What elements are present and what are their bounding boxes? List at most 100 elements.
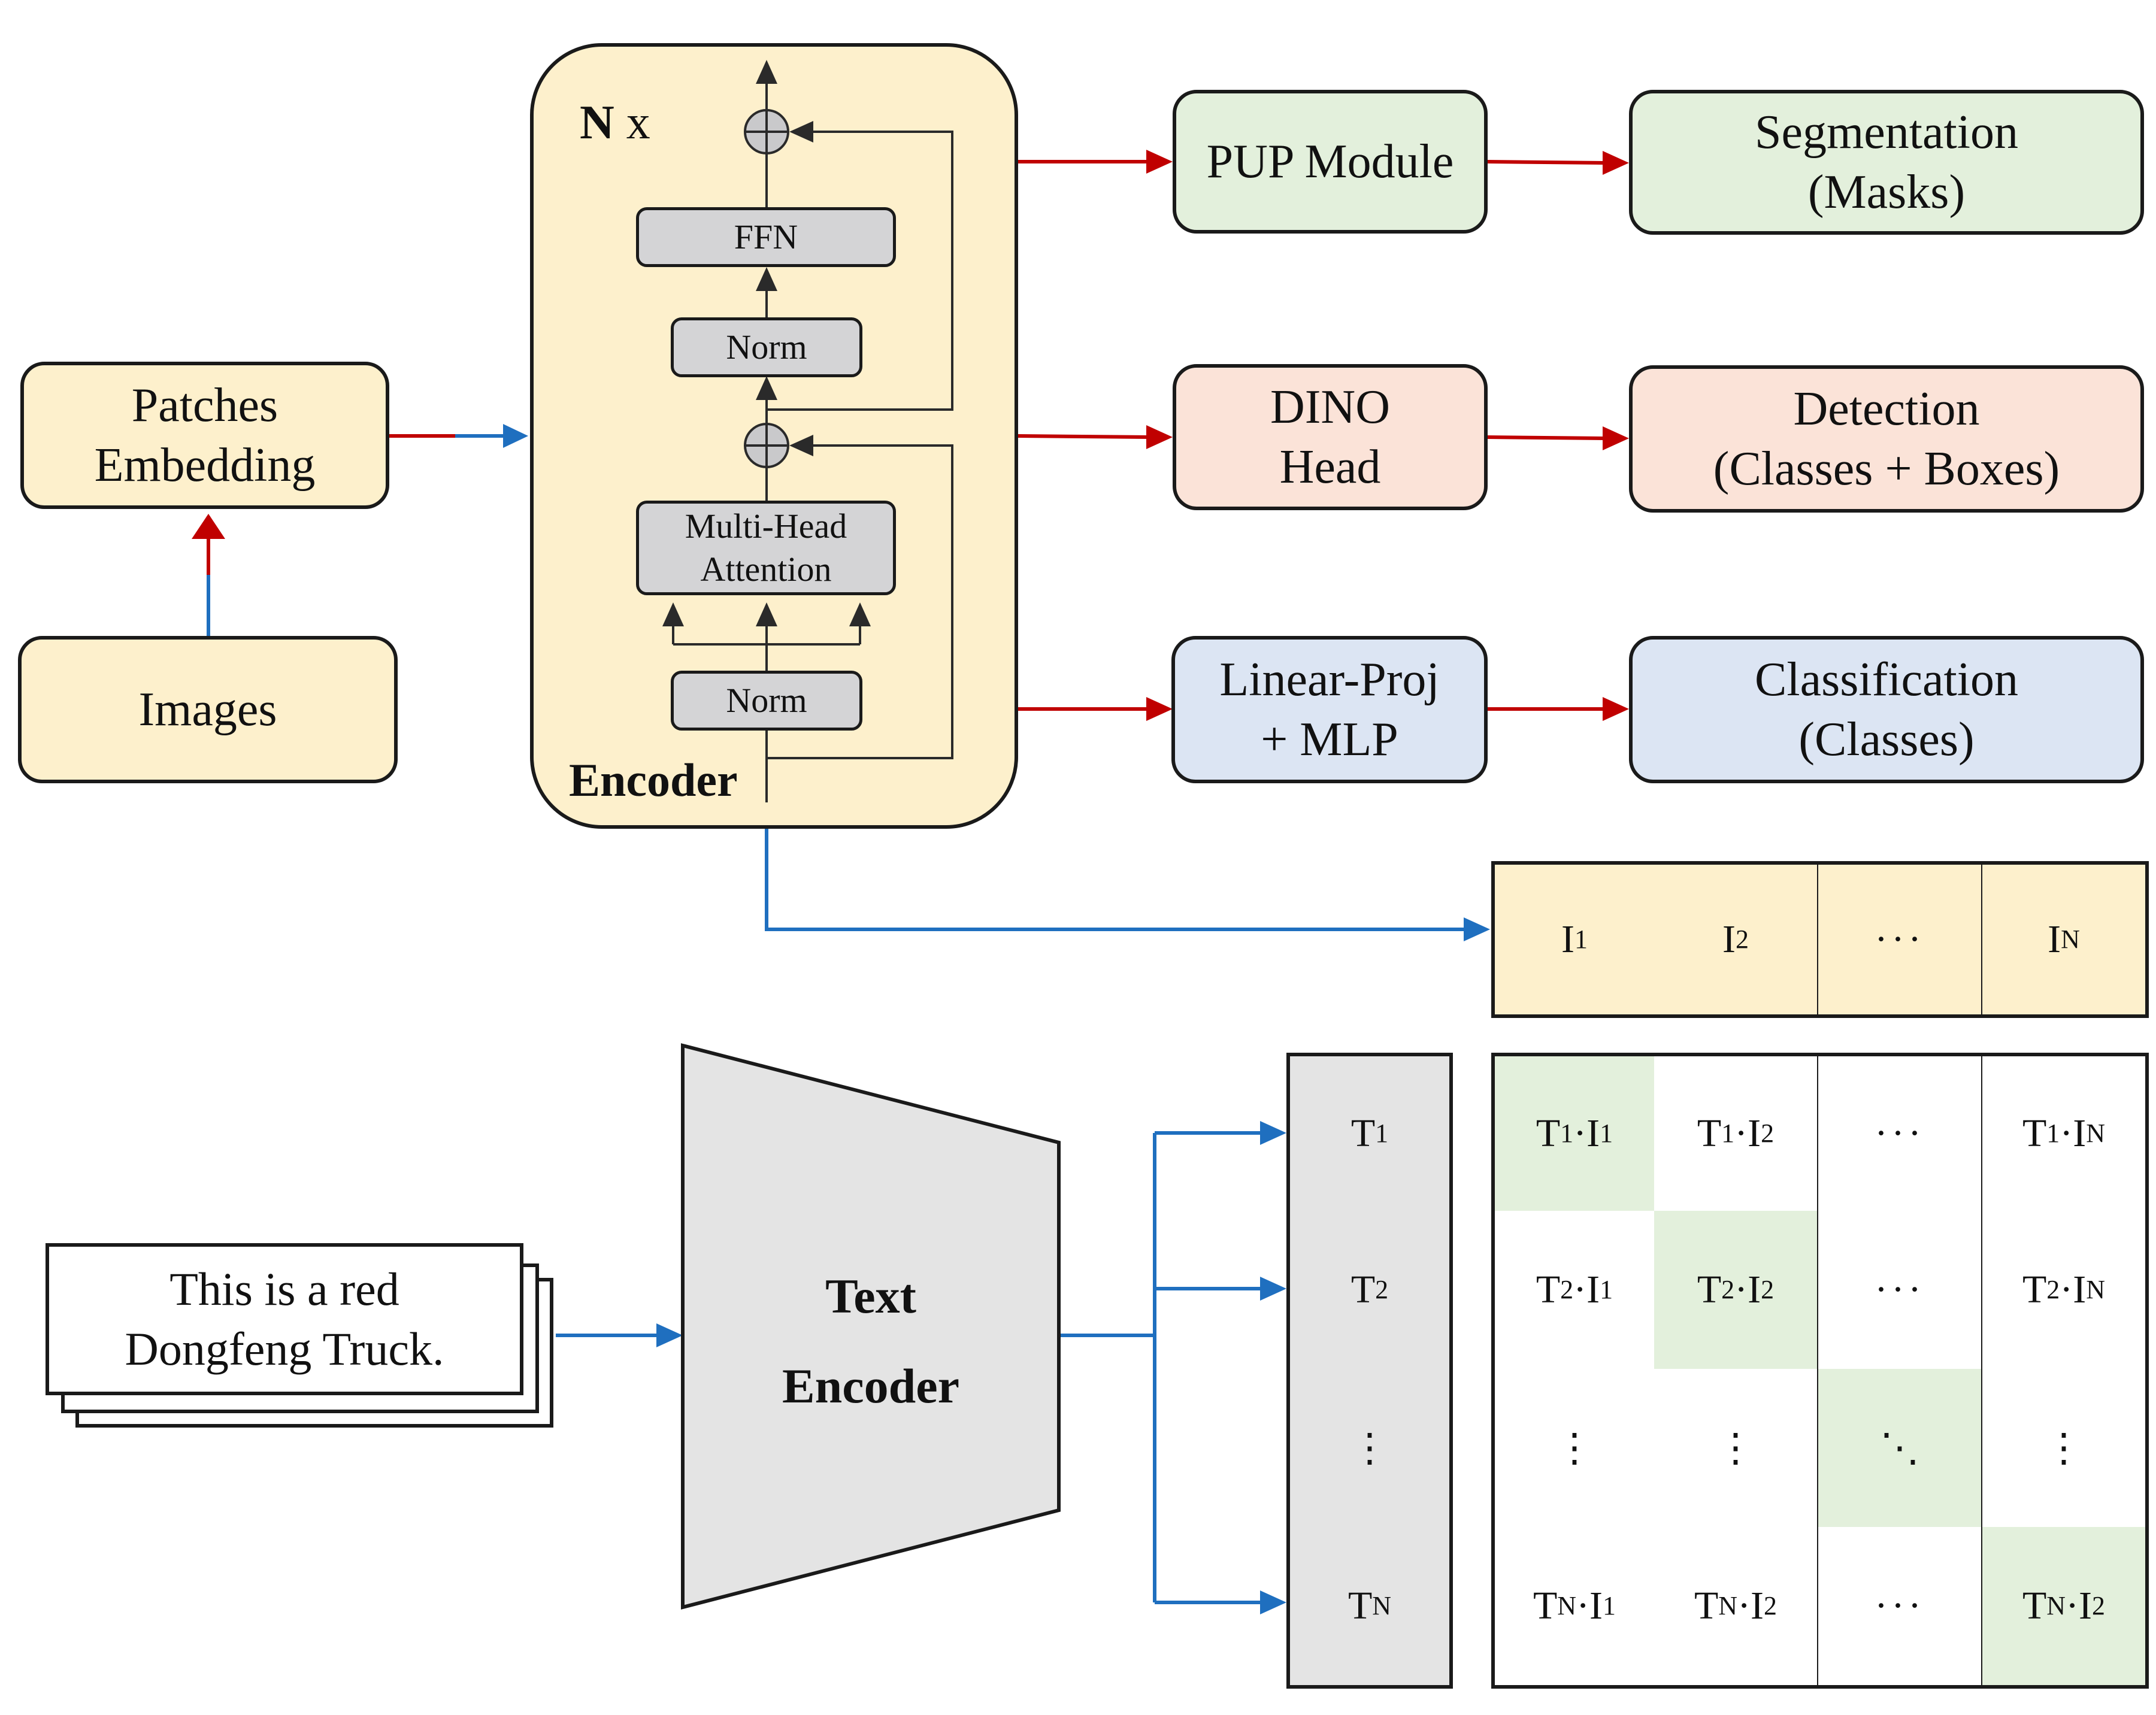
similarity-dot: · bbox=[2060, 1111, 2073, 1155]
ffn-label: FFN bbox=[734, 217, 798, 256]
det-line1: Detection bbox=[1793, 383, 1980, 435]
similarity-cell: ··· bbox=[1818, 1053, 1985, 1214]
encoder-output-head bbox=[756, 60, 777, 84]
repeat-count: N bbox=[580, 96, 614, 149]
similarity-dot: · bbox=[2066, 1584, 2079, 1628]
similarity-ellipsis: ⋮ bbox=[2044, 1426, 2084, 1470]
dino-to-det-line bbox=[1487, 435, 1606, 440]
multi-head-attention-block: Multi-Head Attention bbox=[636, 501, 896, 595]
dino-line1: DINO bbox=[1270, 381, 1390, 434]
linear-line1: Linear-Proj bbox=[1219, 653, 1440, 706]
similarity-dot: · bbox=[1734, 1268, 1748, 1311]
image-feature-cell: ··· bbox=[1818, 861, 1985, 1018]
text-feature-base: T bbox=[1350, 1268, 1376, 1311]
segmentation-box: Segmentation (Masks) bbox=[1629, 90, 2144, 235]
similarity-text-base: T bbox=[1694, 1584, 1719, 1628]
seg-line1: Segmentation bbox=[1755, 106, 2018, 159]
similarity-image-base: I bbox=[1748, 1111, 1761, 1155]
similarity-image-base: I bbox=[1751, 1584, 1764, 1628]
similarity-text-base: T bbox=[1697, 1111, 1722, 1155]
similarity-cell: ··· bbox=[1818, 1527, 1985, 1689]
similarity-text-base: T bbox=[2022, 1268, 2047, 1311]
similarity-ellipsis: ⋱ bbox=[1880, 1426, 1919, 1470]
det-line2: (Classes + Boxes) bbox=[1713, 443, 2060, 495]
norm-top-label: Norm bbox=[726, 328, 807, 366]
similarity-cell: ⋱ bbox=[1818, 1369, 1985, 1531]
repeat-x: x bbox=[626, 96, 650, 149]
similarity-dot: · bbox=[1737, 1584, 1751, 1628]
similarity-cell: ⋮ bbox=[1491, 1369, 1658, 1531]
image-feature-base: I bbox=[2048, 917, 2061, 961]
caption-card: This is a red Dongfeng Truck. bbox=[46, 1243, 523, 1395]
encoder-to-dino-head bbox=[1146, 425, 1173, 449]
patches-line2: Embedding bbox=[94, 439, 316, 492]
similarity-text-base: T bbox=[2022, 1584, 2047, 1628]
similarity-ellipsis: ⋮ bbox=[1555, 1426, 1594, 1470]
encoder-to-image-features-line bbox=[765, 829, 1467, 931]
similarity-dot: · bbox=[1573, 1268, 1587, 1311]
add-lower-icon bbox=[744, 423, 789, 468]
bus-to-t1-head bbox=[1260, 1121, 1286, 1145]
patches-line1: Patches bbox=[131, 379, 278, 432]
mha-input-center-head bbox=[756, 602, 777, 626]
pup-to-seg-line bbox=[1487, 160, 1606, 165]
text-encoder-line1: Text bbox=[825, 1269, 916, 1323]
linear-proj-box: Linear-Proj + MLP bbox=[1171, 636, 1488, 783]
image-feature-base: ··· bbox=[1875, 917, 1925, 961]
residual-upper bbox=[767, 131, 953, 411]
text-feature-base: T bbox=[1348, 1584, 1373, 1628]
caption-line2: Dongfeng Truck. bbox=[125, 1323, 444, 1375]
text-encoder-label: Text Encoder bbox=[683, 1252, 1059, 1431]
mha-input-right-head bbox=[849, 602, 871, 626]
pup-label: PUP Module bbox=[1206, 135, 1454, 188]
similarity-image-base: I bbox=[2079, 1584, 2093, 1628]
similarity-image-base: I bbox=[1586, 1268, 1600, 1311]
similarity-image-base: I bbox=[1589, 1584, 1603, 1628]
images-to-patches-head bbox=[192, 514, 225, 539]
classification-box: Classification (Classes) bbox=[1629, 636, 2144, 783]
encoder-title: Encoder bbox=[569, 754, 738, 806]
pup-to-seg-head bbox=[1603, 151, 1629, 175]
caption-to-text-encoder-head bbox=[656, 1323, 683, 1347]
similarity-image-base: I bbox=[1586, 1111, 1600, 1155]
similarity-image-base: I bbox=[1748, 1268, 1761, 1311]
text-feature-base: T bbox=[1350, 1111, 1376, 1155]
encoder-to-dino-line bbox=[1018, 434, 1150, 439]
similarity-cell: ··· bbox=[1818, 1211, 1985, 1372]
patches-embedding-box: Patches Embedding bbox=[20, 362, 389, 509]
similarity-text-base: T bbox=[1536, 1268, 1561, 1311]
similarity-text-base: T bbox=[1697, 1268, 1722, 1311]
encoder-to-pup-head bbox=[1146, 150, 1173, 174]
similarity-dot: · bbox=[1576, 1584, 1590, 1628]
text-feature-base: ⋮ bbox=[1350, 1426, 1389, 1470]
similarity-cell: ⋮ bbox=[1982, 1369, 2149, 1531]
linear-line2: + MLP bbox=[1261, 713, 1398, 766]
bus-to-tn-head bbox=[1260, 1590, 1286, 1614]
encoder-to-image-features-head bbox=[1464, 917, 1490, 941]
residual-lower bbox=[767, 444, 953, 759]
similarity-image-base: I bbox=[2073, 1111, 2087, 1155]
seg-line2: (Masks) bbox=[1807, 166, 1966, 219]
dino-line2: Head bbox=[1279, 441, 1381, 493]
similarity-text-base: T bbox=[2022, 1111, 2047, 1155]
bus-to-t2-head bbox=[1260, 1277, 1286, 1301]
mha-label-line2: Attention bbox=[700, 550, 832, 589]
cls-line2: (Classes) bbox=[1798, 713, 1975, 766]
text-feature-cell: ⋮ bbox=[1286, 1369, 1453, 1531]
dino-head-box: DINO Head bbox=[1173, 364, 1488, 510]
similarity-ellipsis: ··· bbox=[1875, 1111, 1925, 1155]
mha-input-left-head bbox=[662, 602, 684, 626]
norm-top-block: Norm bbox=[671, 317, 862, 377]
